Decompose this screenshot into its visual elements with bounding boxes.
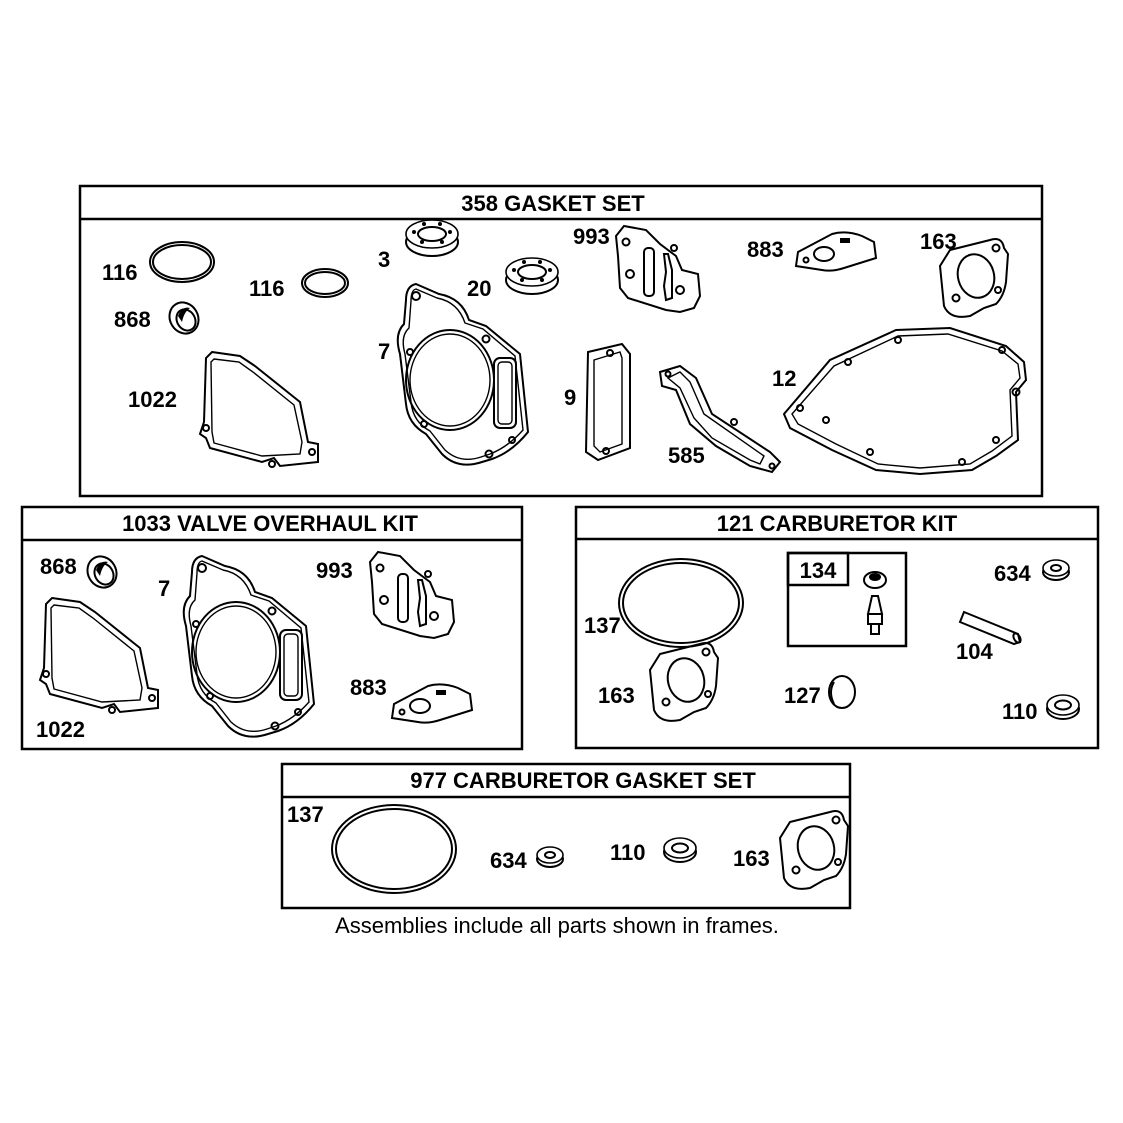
label-883: 883 bbox=[350, 675, 387, 700]
label-12: 12 bbox=[772, 366, 796, 391]
part-585-manifold-gasket bbox=[658, 364, 782, 474]
part-868-seal bbox=[162, 296, 206, 340]
label-163: 163 bbox=[598, 683, 635, 708]
label-7: 7 bbox=[378, 339, 390, 364]
label-585: 585 bbox=[668, 443, 705, 468]
part-116-large-oring bbox=[149, 241, 215, 283]
label-868: 868 bbox=[114, 307, 151, 332]
label-137: 137 bbox=[287, 802, 324, 827]
part-12-crankcase-gasket bbox=[782, 326, 1028, 476]
label-127: 127 bbox=[784, 683, 821, 708]
label-134: 134 bbox=[800, 558, 837, 583]
label-993: 993 bbox=[573, 224, 610, 249]
part-868-seal bbox=[80, 550, 124, 594]
part-883-intake-gasket bbox=[391, 683, 473, 724]
part-9-breather-gasket bbox=[584, 342, 631, 462]
label-9: 9 bbox=[564, 385, 576, 410]
label-20: 20 bbox=[467, 276, 491, 301]
part-110-washer bbox=[663, 837, 697, 863]
label-137: 137 bbox=[584, 613, 621, 638]
label-1022: 1022 bbox=[128, 387, 177, 412]
part-7-head-gasket bbox=[396, 283, 529, 466]
part-634-washer bbox=[536, 846, 564, 868]
frame-carb-gasket-set: 977 CARBURETOR GASKET SET 137 634 110 16… bbox=[280, 762, 852, 910]
frame-carb-kit: 121 CARBURETOR KIT 137 134 634 104 163 1… bbox=[574, 505, 1100, 750]
part-1022-cover-gasket bbox=[199, 351, 319, 468]
label-1022: 1022 bbox=[36, 717, 85, 742]
label-634: 634 bbox=[490, 848, 527, 873]
frame-valve-kit: 1033 VALVE OVERHAUL KIT 868 1022 7 993 8… bbox=[20, 505, 524, 751]
part-137-oring bbox=[331, 804, 457, 894]
label-110: 110 bbox=[610, 840, 646, 865]
frame-carb-gasket-set-title: 977 CARBURETOR GASKET SET bbox=[410, 768, 756, 793]
part-163-carb-gasket bbox=[779, 810, 849, 890]
label-116-a: 116 bbox=[102, 260, 138, 285]
label-993: 993 bbox=[316, 558, 353, 583]
part-3-oil-seal bbox=[405, 219, 459, 257]
label-116-b: 116 bbox=[249, 276, 285, 301]
frame-carb-kit-title: 121 CARBURETOR KIT bbox=[717, 511, 958, 536]
part-137-oring bbox=[618, 558, 744, 648]
part-883-intake-gasket bbox=[795, 231, 877, 272]
label-163: 163 bbox=[920, 229, 957, 254]
part-127-welch-plug bbox=[828, 675, 856, 709]
part-7-head-gasket bbox=[182, 555, 315, 738]
label-163: 163 bbox=[733, 846, 770, 871]
frame-gasket-set-title: 358 GASKET SET bbox=[461, 191, 645, 216]
part-1022-cover-gasket bbox=[39, 597, 159, 714]
part-110-washer bbox=[1046, 694, 1080, 720]
part-116-small-oring bbox=[301, 268, 349, 298]
subframe-134-needle-seat: 134 bbox=[786, 551, 908, 648]
part-993-plate bbox=[369, 551, 455, 639]
part-993-plate bbox=[615, 225, 701, 313]
footer-caption: Assemblies include all parts shown in fr… bbox=[335, 913, 779, 938]
label-883: 883 bbox=[747, 237, 784, 262]
label-110: 110 bbox=[1002, 699, 1038, 724]
part-634-washer bbox=[1042, 559, 1070, 581]
part-104-pin bbox=[958, 610, 1022, 646]
label-868: 868 bbox=[40, 554, 77, 579]
label-7: 7 bbox=[158, 576, 170, 601]
frame-gasket-set: 358 GASKET SET 116 116 868 1022 3 20 7 9… bbox=[78, 184, 1044, 498]
part-20-oil-seal bbox=[505, 257, 559, 295]
label-104: 104 bbox=[956, 639, 993, 664]
label-3: 3 bbox=[378, 247, 390, 272]
part-163-carb-gasket bbox=[649, 642, 719, 722]
label-634: 634 bbox=[994, 561, 1031, 586]
frame-valve-kit-title: 1033 VALVE OVERHAUL KIT bbox=[122, 511, 418, 536]
